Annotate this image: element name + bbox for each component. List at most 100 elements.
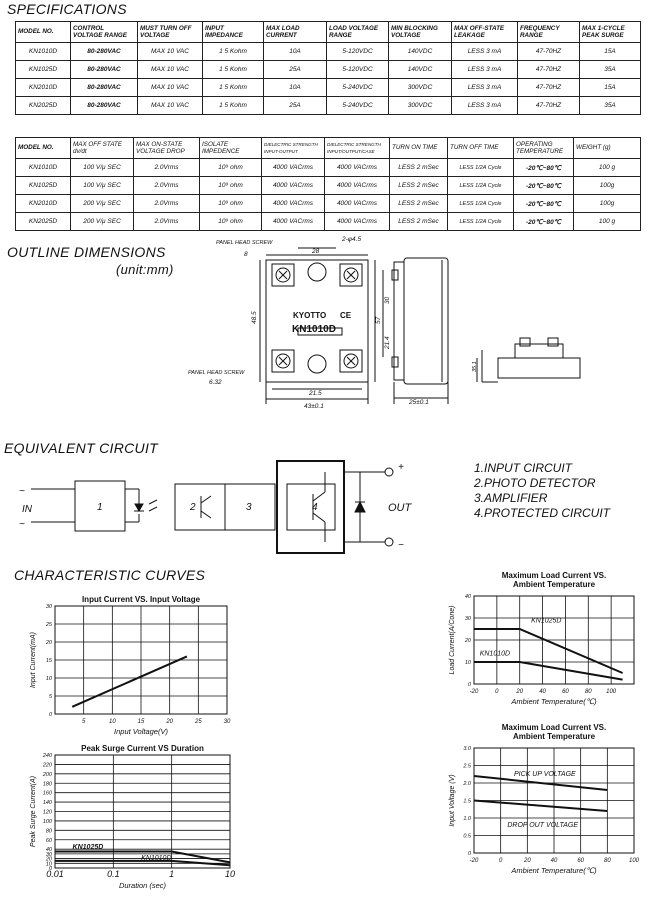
chart-title: Input Current VS. Input Voltage	[82, 595, 201, 604]
outline-heading: OUTLINE DIMENSIONS	[7, 244, 166, 260]
column-header: MODEL NO.	[15, 137, 71, 159]
outline-drawing: PANEL HEAD SCREW PANEL HEAD SCREW 6.32 2…	[188, 236, 581, 410]
column-header: INPUT IMPEDANCE	[202, 21, 264, 43]
table-cell: MAX 10 VAC	[137, 60, 203, 79]
x-tick-label: 30	[224, 719, 231, 725]
table-cell: 100g	[573, 194, 641, 213]
y-tick-label: 60	[46, 838, 53, 844]
screw-icon	[275, 267, 291, 283]
table-cell: -20℃~80℃	[513, 194, 574, 213]
column-header: TURN OFF TIME	[447, 137, 514, 159]
column-header: LOAD VOLTAGE RANGE	[326, 21, 389, 43]
y-tick-label: 30	[46, 852, 53, 858]
x-tick-label: 100	[629, 858, 640, 864]
table-cell: 4000 VACrms	[324, 176, 390, 195]
table-cell: LESS 2 mSec	[389, 212, 448, 231]
chart-title: Ambient Temperature	[513, 580, 596, 589]
table-cell: 4000 VACrms	[324, 158, 390, 177]
table-cell: 2.0Vrms	[133, 194, 200, 213]
table-cell: 300VDC	[388, 78, 452, 97]
table-cell: LESS 1/2A Cycle	[447, 158, 514, 177]
panel-screw-label-top: PANEL HEAD SCREW	[216, 240, 273, 246]
table-cell: 5-120VDC	[326, 42, 389, 61]
table-cell: 80-280VAC	[70, 60, 138, 79]
y-tick-label: 15	[46, 658, 53, 664]
legend-item: 2.PHOTO DETECTOR	[474, 476, 596, 490]
legend-item: 4.PROTECTED CIRCUIT	[474, 506, 611, 520]
table-cell: 10⁹ ohm	[199, 194, 262, 213]
column-header: OPERATING TEMPERATURE	[513, 137, 574, 159]
dim-side: 35.1	[472, 361, 478, 372]
x-tick-label: 20	[165, 719, 173, 725]
curves-heading: CHARACTERISTIC CURVES	[14, 567, 206, 583]
table-cell: 100g	[573, 176, 641, 195]
y-tick-label: 20	[45, 640, 53, 646]
series-line	[474, 661, 623, 681]
dim-43: 43±0.1	[304, 403, 324, 410]
y-axis-label: Input Voltage (V)	[449, 774, 456, 826]
table-cell: KN1010D	[15, 42, 71, 61]
y-tick-label: 25	[45, 622, 53, 628]
dim-left-small: 8	[244, 251, 248, 258]
table-cell: 100 V/μ SEC	[70, 158, 134, 177]
table-cell: LESS 3 mA	[451, 60, 518, 79]
series-line	[474, 628, 623, 674]
table-cell: LESS 3 mA	[451, 96, 518, 115]
screw-size-label: 6.32	[209, 379, 222, 386]
x-tick-label: 0	[495, 689, 499, 695]
x-tick-label: 15	[138, 719, 145, 725]
column-header: MODEL NO.	[15, 21, 71, 43]
table-cell: KN1025D	[15, 176, 71, 195]
x-tick-label: 60	[577, 858, 584, 864]
series-label: KN1010D	[480, 650, 510, 657]
series-line	[71, 655, 188, 708]
table-cell: 10A	[263, 42, 327, 61]
x-tick-label: 0.01	[46, 869, 64, 879]
series-line	[473, 775, 608, 791]
table-cell: 47-70HZ	[517, 78, 580, 97]
table-cell: KN2010D	[15, 78, 71, 97]
column-header: DIELECTRIC STRENGTH INPUT/OUTPUT/CASE	[324, 137, 390, 159]
x-tick-label: 0	[499, 858, 503, 864]
y-tick-label: 1.0	[463, 816, 472, 822]
block-photo-detector	[174, 483, 226, 531]
relay-body-side	[403, 257, 449, 385]
table-cell: LESS 3 mA	[451, 78, 518, 97]
series-label: DROP OUT VOLTAGE	[507, 822, 578, 829]
x-tick-label: 1	[169, 869, 174, 879]
table-cell: LESS 1/2A Cycle	[447, 176, 514, 195]
table-cell: 10⁹ ohm	[199, 158, 262, 177]
table-cell: 35A	[579, 96, 641, 115]
block-2-label: 2	[189, 502, 196, 513]
y-tick-label: 20	[464, 638, 472, 644]
table-cell: LESS 2 mSec	[389, 158, 448, 177]
table-cell: -20℃~80℃	[513, 158, 574, 177]
block-1-label: 1	[97, 502, 103, 513]
block-amplifier	[224, 483, 276, 531]
y-tick-label: 1.5	[463, 799, 472, 805]
y-tick-label: 200	[42, 772, 53, 778]
x-tick-label: 25	[194, 719, 202, 725]
y-axis-label: Peak Surge Current(A)	[30, 776, 37, 847]
column-header: MUST TURN OFF VOLTAGE	[137, 21, 203, 43]
table-cell: 10A	[263, 78, 327, 97]
in-label: IN	[22, 504, 33, 515]
table-cell: 80-280VAC	[70, 96, 138, 115]
y-tick-label: 40	[46, 847, 53, 853]
table-cell: 15A	[579, 42, 641, 61]
brand-label: KYOTTO	[293, 311, 326, 320]
table-cell: MAX 10 VAC	[137, 42, 203, 61]
y-tick-label: 180	[43, 781, 53, 787]
table-cell: 5-120VDC	[326, 60, 389, 79]
table-cell: 4000 VACrms	[324, 194, 390, 213]
block-protected-circuit	[276, 460, 345, 554]
y-tick-label: 160	[43, 791, 53, 797]
